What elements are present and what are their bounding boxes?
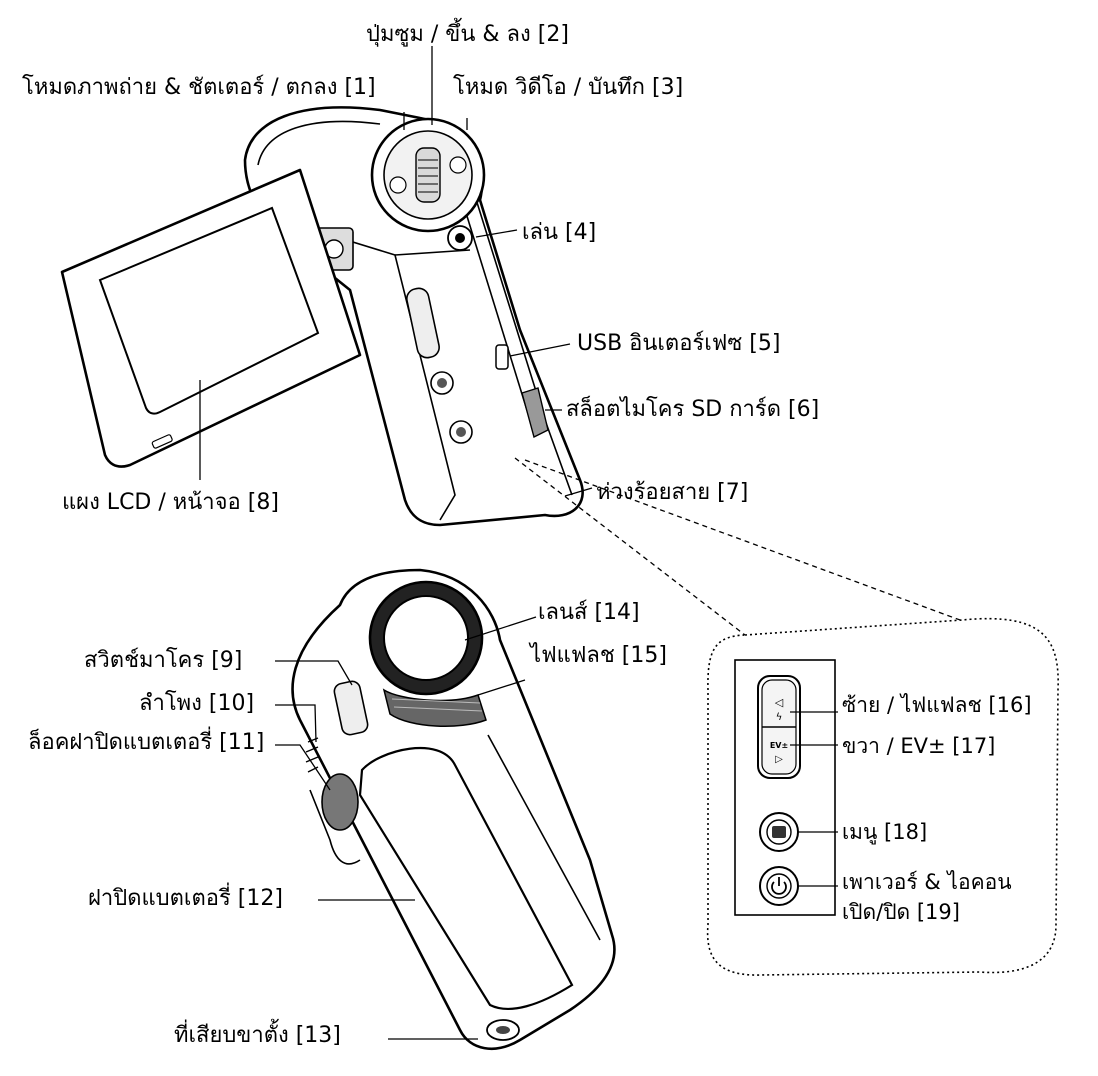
label-battery-cover: ฝาปิดแบตเตอรี่ [12]	[88, 886, 283, 911]
label-play: เล่น [4]	[522, 220, 597, 245]
camera-bottom-view	[291, 568, 616, 1050]
svg-text:◁: ◁	[775, 696, 784, 709]
label-usb: USB อินเตอร์เฟซ [5]	[577, 331, 781, 356]
macro-switch-graphic	[333, 680, 369, 736]
lcd-panel-graphic	[60, 168, 362, 468]
svg-text:ϟ: ϟ	[776, 712, 783, 723]
label-power-line1: เพาเวอร์ & ไอคอน	[842, 870, 1012, 894]
leader-lines-top	[199, 46, 593, 497]
label-zoom-button: ปุ่มซูม / ขึ้น & ลง [2]	[366, 22, 569, 47]
play-button-graphic	[447, 225, 473, 251]
label-video-record: โหมด วิดีโอ / บันทึก [3]	[453, 75, 684, 100]
svg-text:▷: ▷	[775, 754, 783, 765]
top-control-dial	[370, 117, 486, 233]
label-battery-lock: ล็อคฝาปิดแบตเตอรี่ [11]	[28, 730, 265, 755]
lens-graphic	[368, 580, 484, 696]
left-right-buttons-graphic: ◁ ϟ EV± ▷	[757, 675, 801, 779]
label-left-flash: ซ้าย / ไฟแฟลช [16]	[842, 693, 1032, 717]
battery-cover-graphic	[358, 746, 574, 1010]
battery-lock-graphic	[321, 773, 359, 831]
label-lens: เลนส์ [14]	[538, 600, 640, 625]
detail-callout: ◁ ϟ EV± ▷	[706, 617, 1059, 976]
label-menu: เมนู [18]	[842, 820, 928, 844]
label-strap-loop: ห่วงร้อยสาย [7]	[596, 480, 749, 505]
label-tripod-socket: ที่เสียบขาตั้ง [13]	[174, 1023, 341, 1048]
label-right-ev: ขวา / EV± [17]	[842, 734, 996, 758]
label-sd-slot: สล็อตไมโคร SD การ์ด [6]	[566, 397, 820, 422]
flash-graphic	[382, 688, 487, 727]
power-button-graphic	[759, 866, 799, 906]
sd-slot-graphic	[521, 387, 549, 439]
usb-port-graphic	[495, 344, 509, 370]
camera-top-view	[60, 106, 584, 527]
label-lcd: แผง LCD / หน้าจอ [8]	[62, 490, 279, 515]
zoom-callout-lines	[514, 457, 961, 636]
label-macro-switch: สวิตช์มาโคร [9]	[84, 648, 243, 673]
label-photo-shutter: โหมดภาพถ่าย & ชัตเตอร์ / ตกลง [1]	[22, 75, 376, 100]
menu-button-graphic	[759, 812, 799, 852]
label-power-line2: เปิด/ปิด [19]	[842, 900, 960, 924]
label-speaker: ลำโพง [10]	[139, 691, 255, 716]
ev-key-label: EV±	[770, 741, 788, 750]
label-flash: ไฟแฟลช [15]	[530, 643, 667, 668]
leader-lines-bottom	[275, 616, 537, 1040]
tripod-socket-graphic	[486, 1019, 520, 1041]
